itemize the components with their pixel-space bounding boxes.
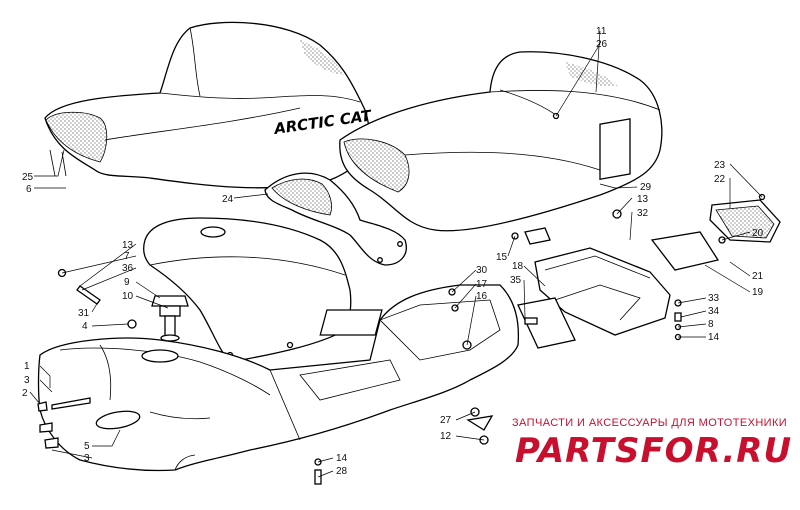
- callout-12: 12: [440, 431, 452, 442]
- callout-13-b: 13: [637, 194, 649, 205]
- body-pan: [37, 284, 520, 472]
- license-plate-bracket: [517, 297, 576, 349]
- seat-arctic-cat: [44, 21, 370, 189]
- callout-27: 27: [440, 415, 452, 426]
- leader-lines: [29, 30, 763, 478]
- callout-14-b: 14: [336, 453, 348, 464]
- callout-2: 2: [22, 388, 28, 399]
- callout-19: 19: [752, 287, 764, 298]
- callout-1: 1: [24, 361, 30, 372]
- callout-24: 24: [222, 194, 234, 205]
- callout-29: 29: [640, 182, 652, 193]
- rear-rack: [534, 118, 671, 336]
- callout-21: 21: [752, 271, 764, 282]
- callout-9: 9: [124, 277, 130, 288]
- callout-20: 20: [752, 228, 764, 239]
- callout-3-a: 3: [24, 375, 30, 386]
- callout-4: 4: [82, 321, 88, 332]
- callout-7: 7: [124, 251, 130, 262]
- seat-rear: [339, 51, 663, 232]
- backrest-bracket: [264, 172, 407, 266]
- callout-6: 6: [26, 184, 32, 195]
- watermark-tagline: ЗАПЧАСТИ И АКСЕССУАРЫ ДЛЯ МОТОТЕХНИКИ: [512, 417, 787, 429]
- callout-35: 35: [510, 275, 522, 286]
- callout-33: 33: [708, 293, 720, 304]
- callout-36: 36: [122, 263, 134, 274]
- callout-31: 31: [78, 308, 90, 319]
- callout-34: 34: [708, 306, 720, 317]
- callout-11: 11: [596, 26, 607, 37]
- tail-light-assembly: [650, 199, 781, 271]
- callout-3-b: 3: [84, 453, 90, 464]
- callout-28: 28: [336, 466, 348, 477]
- callout-10: 10: [122, 291, 134, 302]
- callout-23: 23: [714, 160, 726, 171]
- callout-30: 30: [476, 265, 488, 276]
- callout-8: 8: [708, 319, 714, 330]
- callout-16: 16: [476, 291, 488, 302]
- callout-26: 26: [596, 39, 608, 50]
- callout-32: 32: [637, 208, 649, 219]
- callout-15: 15: [496, 252, 508, 263]
- callout-labels: 25 6 1 3 2 5 3 13 7 36 9 10 31 4 11 26 2…: [22, 26, 764, 477]
- callout-5: 5: [84, 441, 90, 452]
- callout-25: 25: [22, 172, 34, 183]
- gas-cap-assembly: [151, 295, 189, 342]
- callout-17: 17: [476, 279, 488, 290]
- callout-18: 18: [512, 261, 524, 272]
- callout-22: 22: [714, 174, 726, 185]
- callout-13-a: 13: [122, 240, 134, 251]
- watermark-logo: PARTSFOR.RU: [515, 431, 792, 471]
- callout-14-a: 14: [708, 332, 720, 343]
